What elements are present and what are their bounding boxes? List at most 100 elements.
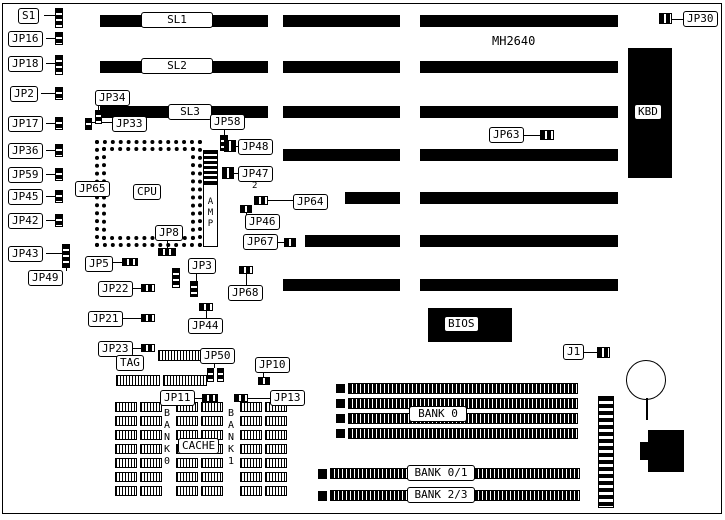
memory-chip (240, 430, 262, 440)
leader-line (167, 241, 168, 248)
memory-chip (240, 472, 262, 482)
label-jp8: JP8 (155, 225, 183, 241)
jumper-block (95, 110, 102, 124)
leader-line (236, 146, 238, 147)
memory-chip (115, 472, 137, 482)
label-s1: S1 (18, 8, 40, 24)
isa-slot-bar (283, 149, 400, 161)
label-cache: CACHE (178, 438, 220, 454)
leader-line (206, 311, 207, 318)
jumper-block (172, 268, 180, 288)
leader-line (46, 123, 55, 124)
leader-line (46, 63, 55, 64)
memory-chip (115, 458, 137, 468)
leader-line (268, 200, 293, 201)
memory-chip (140, 444, 162, 454)
leader-line (46, 196, 55, 197)
memory-chip (201, 486, 223, 496)
leader-line (46, 174, 55, 175)
leader-line (248, 398, 270, 399)
label-jp16: JP16 (8, 31, 43, 47)
jumper-block (207, 368, 214, 382)
tag-chip (158, 350, 202, 361)
cache-bank0-label: B A N K 0 (163, 408, 171, 467)
memory-chip (265, 444, 287, 454)
label-jp13: JP13 (270, 390, 305, 406)
isa-slot-bar (283, 279, 400, 291)
jumper-block (55, 144, 63, 157)
memory-chip (115, 444, 137, 454)
leader-line (92, 122, 112, 123)
jumper-block (55, 168, 63, 181)
memory-chip (140, 430, 162, 440)
jumper-block (122, 258, 138, 266)
jumper-block (234, 394, 248, 402)
jumper-block (199, 303, 213, 311)
leader-line (122, 318, 141, 319)
label-jp63: JP63 (489, 127, 524, 143)
jumper-block (190, 281, 198, 297)
label-jp42: JP42 (8, 213, 43, 229)
battery (626, 360, 666, 400)
memory-chip (176, 486, 198, 496)
label-bank0: BANK 0 (409, 406, 467, 422)
leader-line (113, 262, 122, 263)
memory-chip (240, 486, 262, 496)
cache-chip-column (265, 402, 287, 496)
simm-end-clip (336, 384, 345, 393)
memory-chip (140, 402, 162, 412)
simm-end-clip (318, 491, 327, 501)
memory-chip (140, 486, 162, 496)
power-connector (598, 396, 614, 508)
memory-chip (140, 416, 162, 426)
cache-chip-column (140, 402, 162, 496)
leader-line (46, 150, 55, 151)
label-jp48: JP48 (238, 139, 273, 155)
jumper-block (224, 140, 236, 152)
din-connector (648, 430, 684, 472)
memory-chip (115, 486, 137, 496)
leader-line (523, 135, 540, 136)
label-tag: TAG (116, 355, 144, 371)
leader-line (214, 364, 215, 368)
leader-line (246, 274, 247, 285)
leader-line (583, 352, 597, 353)
memory-chip (265, 416, 287, 426)
jumper-block (55, 55, 63, 75)
isa-slot-bar (420, 15, 618, 27)
jumper-block (141, 284, 155, 292)
jumper-block (284, 238, 296, 247)
tag-chip (116, 375, 160, 386)
leader-line (44, 15, 55, 16)
jumper-block (222, 167, 234, 179)
label-jp5: JP5 (85, 256, 113, 272)
memory-chip (140, 458, 162, 468)
isa-slot-bar (420, 192, 618, 204)
label-jp18: JP18 (8, 56, 43, 72)
isa-slot-bar (420, 61, 618, 73)
cache-bank1-label: B A N K 1 (227, 408, 235, 467)
simm-socket (348, 428, 578, 439)
jumper-block (141, 344, 155, 352)
memory-chip (115, 402, 137, 412)
leader-line (132, 288, 141, 289)
jumper-block (659, 13, 672, 24)
memory-chip (265, 458, 287, 468)
simm-end-clip (336, 429, 345, 438)
memory-chip (201, 416, 223, 426)
board-outline (2, 3, 722, 514)
label-jp2: JP2 (10, 86, 38, 102)
jumper-block (239, 266, 253, 274)
memory-chip (240, 458, 262, 468)
jumper-block (540, 130, 554, 140)
din-connector-tab (640, 442, 648, 460)
label-jp59: JP59 (8, 167, 43, 183)
memory-chip (115, 416, 137, 426)
leader-line (46, 253, 62, 254)
label-jp17: JP17 (8, 116, 43, 132)
jumper-block (258, 377, 270, 385)
jumper-block (254, 196, 268, 205)
label-jp34: JP34 (95, 90, 130, 106)
jumper-block (55, 8, 63, 28)
